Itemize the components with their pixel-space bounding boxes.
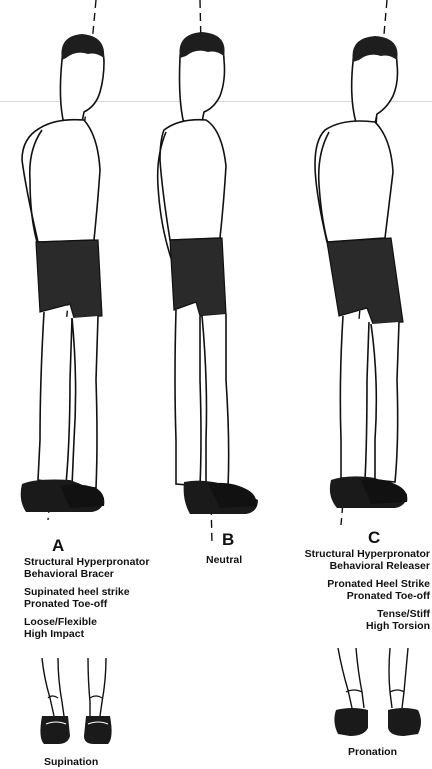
figure-c-letter: C (368, 528, 380, 548)
caption-line: Pronated Toe-off (24, 598, 149, 610)
figure-a-caption: Structural Hyperpronator Behavioral Brac… (24, 556, 149, 640)
caption-line: High Torsion (305, 620, 430, 632)
standing-figure-icon (295, 0, 432, 525)
figure-b (150, 0, 280, 545)
figure-c (295, 0, 432, 525)
pronation-label: Pronation (348, 746, 397, 758)
caption-line: Structural Hyperpronator (305, 548, 430, 560)
figure-a (0, 0, 140, 520)
figure-a-letter: A (52, 536, 64, 556)
caption-line: Tense/Stiff (305, 608, 430, 620)
pronation-feet (328, 648, 428, 743)
figure-b-letter: B (222, 530, 234, 550)
caption-line: Neutral (206, 554, 242, 566)
caption-line: Structural Hyperpronator (24, 556, 149, 568)
figure-b-caption: Neutral (206, 554, 242, 566)
feet-icon (28, 658, 128, 748)
caption-line: Pronated Heel Strike (305, 578, 430, 590)
standing-figure-icon (150, 0, 280, 545)
caption-line: Pronated Toe-off (305, 590, 430, 602)
supination-feet (28, 658, 128, 753)
figure-c-caption: Structural Hyperpronator Behavioral Rele… (305, 548, 430, 632)
caption-line: Supinated heel strike (24, 586, 149, 598)
supination-label: Supination (44, 756, 98, 768)
caption-line: Behavioral Bracer (24, 568, 149, 580)
feet-icon (328, 648, 428, 738)
caption-line: Behavioral Releaser (305, 560, 430, 572)
caption-line: High Impact (24, 628, 149, 640)
standing-figure-icon (0, 0, 140, 520)
caption-line: Loose/Flexible (24, 616, 149, 628)
